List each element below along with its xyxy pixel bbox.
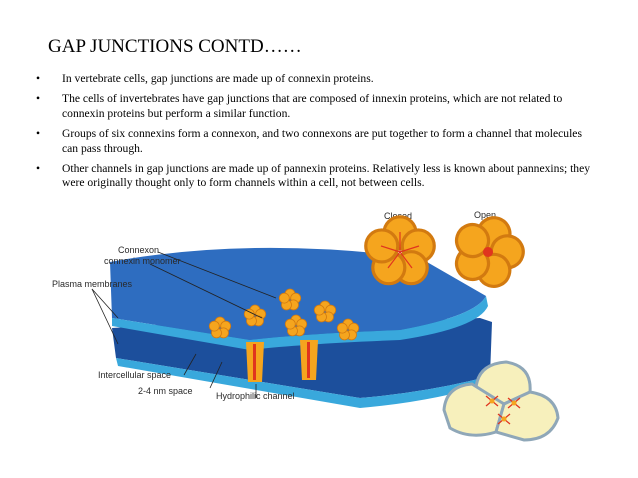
bullet-text: Groups of six connexins form a connexon,…	[62, 127, 582, 155]
connexin-monomer-label: connexin monomer	[104, 256, 181, 266]
bullet-marker: •	[36, 162, 41, 176]
plasma-membranes-label: Plasma membranes	[52, 279, 133, 289]
connexon-label: Connexon	[118, 245, 159, 255]
open-connexon-icon	[444, 206, 534, 295]
leader-line	[91, 288, 119, 319]
leader-line	[149, 263, 263, 319]
bullet-text: Other channels in gap junctions are made…	[62, 162, 591, 190]
cell-junction-dots	[489, 398, 517, 422]
upper-membrane-edge	[112, 296, 488, 350]
cell-shape	[494, 390, 560, 442]
leader-line	[157, 251, 277, 299]
hydrophilic-channel-label: Hydrophilic channel	[216, 391, 295, 401]
leader-line	[209, 361, 223, 389]
bullet-item: • Groups of six connexins form a connexo…	[36, 127, 596, 156]
bullet-marker: •	[36, 92, 41, 106]
bullet-item: • In vertebrate cells, gap junctions are …	[36, 72, 596, 86]
lower-membrane-edge	[116, 358, 490, 408]
leader-line	[91, 288, 119, 345]
hydrophilic-channel-right	[300, 340, 318, 380]
open-label: Open	[474, 210, 496, 220]
nm-space-label: 2-4 nm space	[138, 386, 193, 396]
bullet-text: The cells of invertebrates have gap junc…	[62, 92, 563, 120]
bullet-item: • Other channels in gap junctions are mad…	[36, 162, 596, 191]
intercellular-space-label: Intercellular space	[98, 370, 171, 380]
closed-connexon-icon	[364, 215, 436, 286]
bullet-marker: •	[36, 72, 41, 85]
slide-title: GAP JUNCTIONS CONTD……	[48, 36, 302, 57]
cells-illustration	[442, 360, 560, 442]
bullet-marker: •	[36, 127, 41, 141]
bullet-text: In vertebrate cells, gap junctions are m…	[62, 72, 374, 85]
leader-line	[183, 353, 197, 376]
hydrophilic-channel-left	[246, 342, 264, 382]
bullet-list: • In vertebrate cells, gap junctions are …	[36, 72, 596, 197]
bullet-item: • The cells of invertebrates have gap ju…	[36, 92, 596, 121]
